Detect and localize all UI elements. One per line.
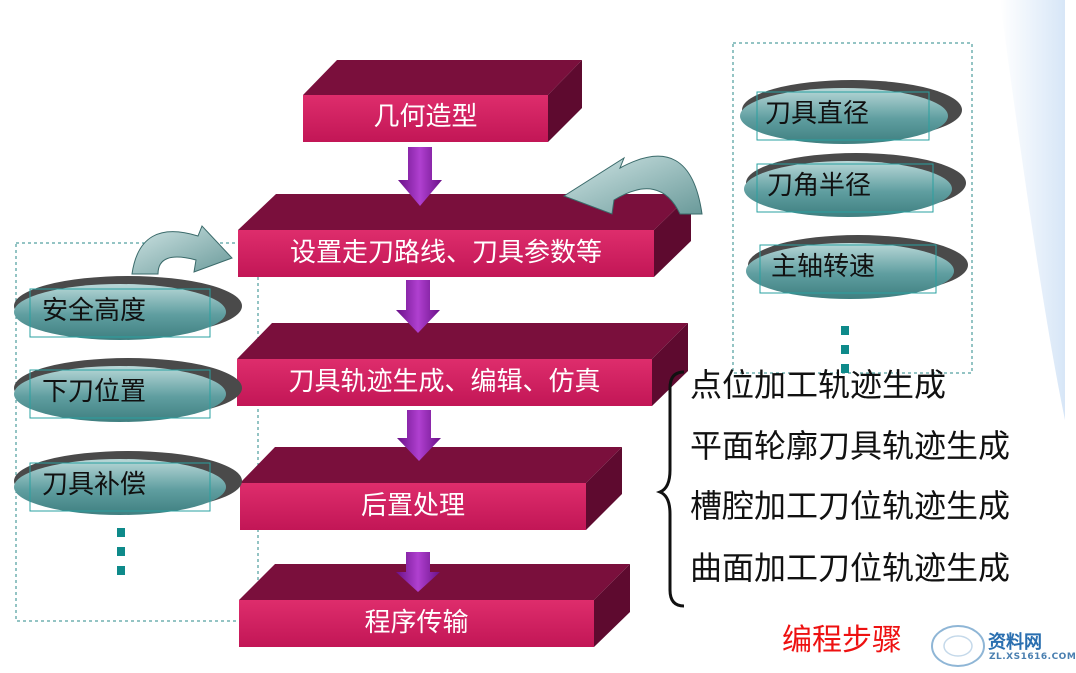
flow-box-5: [239, 564, 630, 647]
left-param-2: 下刀位置: [42, 377, 147, 407]
curved-arrow-left: [131, 225, 233, 275]
right-params-frame: [732, 42, 973, 374]
right-oval-3: [746, 235, 968, 299]
right-oval-1: [740, 80, 962, 144]
trajectory-type-2: 平面轮廓刀具轨迹生成: [690, 427, 1011, 465]
flow-step-2-label: 设置走刀路线、刀具参数等: [289, 238, 602, 268]
left-more-dots: [117, 528, 125, 575]
left-params-frame: [15, 242, 259, 622]
left-param-3: 刀具补偿: [42, 470, 147, 500]
flow-box-2: [238, 194, 691, 277]
flow-step-4-label: 后置处理: [360, 491, 465, 521]
flow-box-3: [237, 323, 688, 406]
trajectory-type-3: 槽腔加工刀位轨迹生成: [690, 487, 1011, 525]
right-more-dots: [841, 326, 849, 373]
right-oval-2: [744, 153, 966, 217]
down-arrow-4: [396, 552, 440, 592]
left-oval-1: [14, 276, 242, 340]
left-oval-3: [14, 451, 242, 515]
slide-title: 编程步骤: [782, 623, 902, 658]
curved-arrow-right: [562, 155, 703, 215]
flow-box-4: [240, 447, 622, 530]
right-param-2: 刀角半径: [767, 171, 872, 201]
flow-box-1: [303, 60, 582, 142]
corner-sweep: [1000, 0, 1065, 420]
right-param-1: 刀具直径: [765, 99, 870, 129]
flow-step-5-label: 程序传输: [364, 608, 469, 638]
trajectory-type-4: 曲面加工刀位轨迹生成: [690, 549, 1011, 587]
left-param-1: 安全高度: [42, 296, 147, 326]
down-arrow-3: [397, 410, 441, 461]
right-param-3: 主轴转速: [771, 252, 876, 282]
curly-brace: [655, 370, 685, 608]
trajectory-type-1: 点位加工轨迹生成: [690, 366, 947, 404]
flow-step-3-label: 刀具轨迹生成、编辑、仿真: [288, 367, 601, 397]
down-arrow-1: [398, 147, 442, 206]
watermark-brand: 资料网: [988, 632, 1042, 653]
watermark-url: ZL.XS1616.COM: [989, 652, 1076, 662]
flow-step-1-label: 几何造型: [373, 102, 478, 132]
down-arrow-2: [396, 280, 440, 333]
left-oval-2: [14, 358, 242, 422]
watermark-logo: [931, 625, 985, 667]
